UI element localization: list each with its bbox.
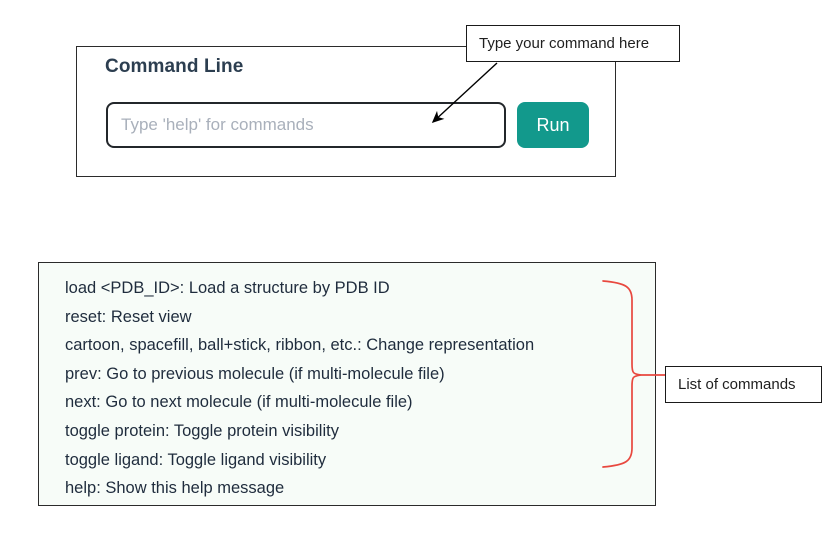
help-command-list: load <PDB_ID>: Load a structure by PDB I… xyxy=(65,274,647,503)
list-item: cartoon, spacefill, ball+stick, ribbon, … xyxy=(65,336,535,355)
page-title: Command Line xyxy=(105,56,244,77)
command-input[interactable] xyxy=(106,102,506,148)
list-item: prev: Go to previous molecule (if multi-… xyxy=(65,364,445,383)
list-item: toggle protein: Toggle protein visibilit… xyxy=(65,421,339,440)
list-item: load <PDB_ID>: Load a structure by PDB I… xyxy=(65,279,390,297)
annotation-callout-commands: List of commands xyxy=(665,366,822,403)
run-button[interactable]: Run xyxy=(517,102,589,148)
command-line-panel: Command Line Run xyxy=(76,46,616,177)
annotation-callout-input: Type your command here xyxy=(466,25,680,62)
help-output-box: load <PDB_ID>: Load a structure by PDB I… xyxy=(38,262,656,506)
list-item: help: Show this help message xyxy=(65,479,285,498)
list-item: toggle ligand: Toggle ligand visibility xyxy=(65,450,327,469)
list-item: reset: Reset view xyxy=(65,307,192,326)
list-item: next: Go to next molecule (if multi-mole… xyxy=(65,393,413,412)
